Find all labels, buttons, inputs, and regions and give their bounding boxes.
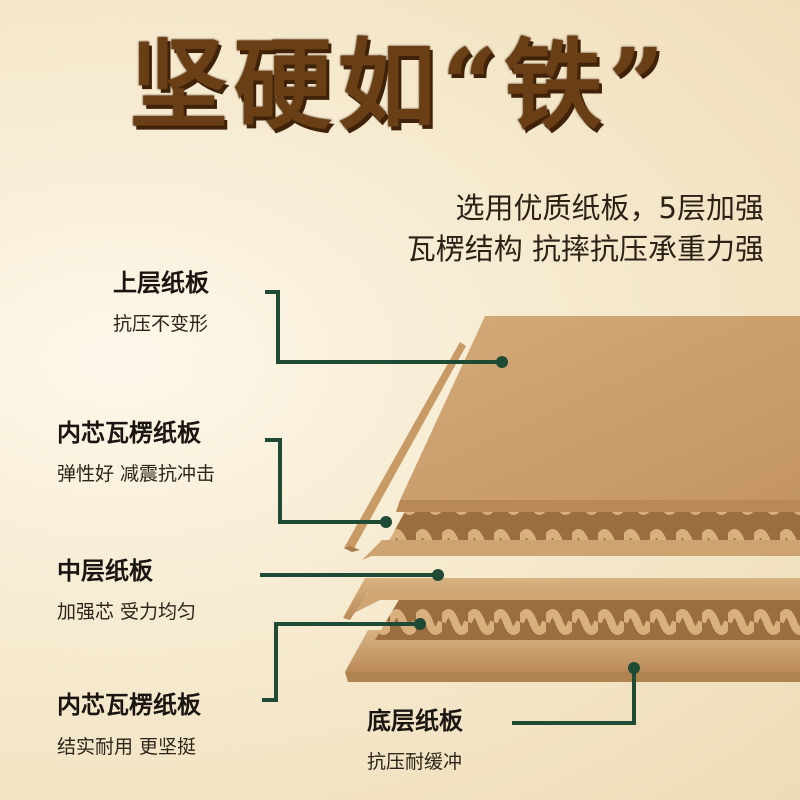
label-middle-board-desc: 加强芯 受力均匀 bbox=[57, 601, 197, 623]
callout-dot-top bbox=[496, 356, 508, 368]
label-middle-board-title: 中层纸板 bbox=[57, 557, 153, 585]
label-flute-core-1-desc: 弹性好 减震抗冲击 bbox=[57, 463, 216, 485]
label-flute-core-1-title: 内芯瓦楞纸板 bbox=[57, 419, 201, 447]
label-top-board-desc: 抗压不变形 bbox=[113, 313, 209, 335]
callout-line-flute-2 bbox=[262, 622, 420, 702]
tagline-line-1: 选用优质纸板，5层加强 bbox=[455, 191, 764, 225]
tagline-line-2: 瓦楞结构 抗摔抗压承重力强 bbox=[406, 232, 764, 266]
callout-dot-flute-1 bbox=[380, 516, 392, 528]
callout-dots bbox=[380, 356, 640, 674]
label-top-board-title: 上层纸板 bbox=[113, 269, 209, 297]
middle-board-layer bbox=[343, 578, 800, 620]
upper-flute-layer bbox=[362, 506, 800, 560]
callout-line-top bbox=[265, 290, 502, 364]
callout-line-flute-1 bbox=[265, 438, 386, 524]
callout-dot-bottom bbox=[628, 662, 640, 674]
bottom-board-layer bbox=[345, 630, 800, 682]
callout-lines bbox=[260, 290, 636, 725]
label-flute-core-2-desc: 结实耐用 更坚挺 bbox=[57, 736, 197, 758]
headline: 坚硬如“铁” bbox=[129, 28, 671, 143]
callout-dot-flute-2 bbox=[414, 618, 426, 630]
label-bottom-board-desc: 抗压耐缓冲 bbox=[367, 751, 463, 773]
label-flute-core-2-title: 内芯瓦楞纸板 bbox=[57, 691, 201, 719]
callout-dot-middle bbox=[432, 569, 444, 581]
label-bottom-board-title: 底层纸板 bbox=[367, 707, 463, 735]
callout-line-bottom bbox=[512, 668, 636, 725]
